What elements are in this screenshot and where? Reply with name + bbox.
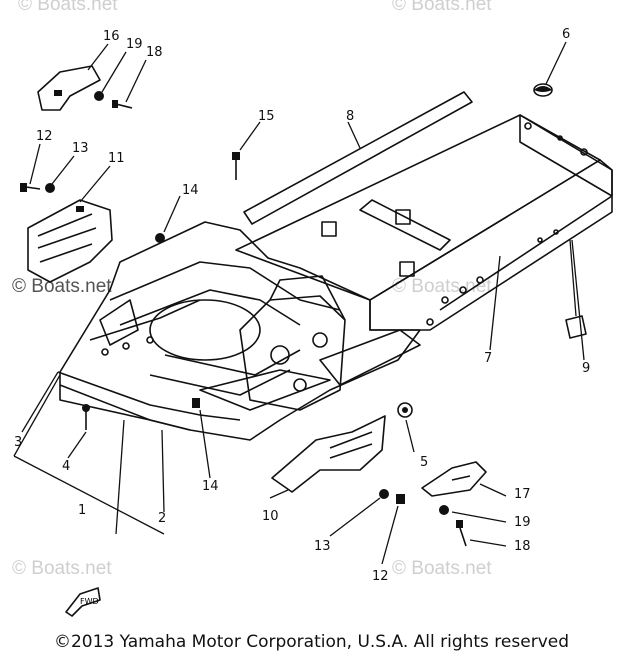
watermark-bottom-left: © Boats.net	[12, 558, 112, 579]
watermark-top-right: © Boats.net	[392, 0, 492, 15]
part-8-strip	[243, 91, 473, 225]
callout-11: 11	[108, 151, 125, 166]
fwd-label: FWD	[80, 597, 99, 606]
callout-18-top: 18	[146, 45, 163, 60]
watermark-middle-left: © Boats.net	[12, 276, 112, 297]
copyright-notice: ©2013 Yamaha Motor Corporation, U.S.A. A…	[53, 632, 569, 652]
callout-18-bottom: 18	[514, 539, 531, 554]
callout-7: 7	[484, 351, 492, 366]
callout-12-top: 12	[36, 129, 53, 144]
part-16-bracket	[421, 461, 487, 497]
watermark-top-left: © Boats.net	[18, 0, 118, 15]
watermark-bottom-right: © Boats.net	[392, 558, 492, 579]
callout-1: 1	[78, 503, 86, 518]
callout-14-bottom: 14	[202, 479, 219, 494]
callout-16: 17	[514, 487, 531, 502]
callout-14-top: 14	[182, 183, 199, 198]
callout-19-bottom: 19	[514, 515, 531, 530]
callout-5: 5	[420, 455, 428, 470]
callout-15: 15	[258, 109, 275, 124]
callout-2: 2	[158, 511, 166, 526]
part-10-plate	[271, 415, 386, 493]
hardware	[20, 91, 467, 547]
callout-numbers: 16 19 18 12 13 11 14 15 8 6 7 9 3 4 2 1 …	[14, 27, 590, 584]
callout-10: 10	[262, 509, 279, 524]
leader-lines	[13, 41, 585, 565]
callout-12-bottom: 12	[372, 569, 389, 584]
callout-6: 6	[562, 27, 570, 42]
part-6-cap	[533, 83, 553, 97]
fwd-arrow-icon: FWD	[65, 587, 101, 617]
part-9-plate	[565, 315, 587, 339]
callout-8: 8	[346, 109, 354, 124]
callout-9: 9	[582, 361, 590, 376]
front-chassis	[57, 221, 421, 441]
callout-4: 4	[62, 459, 70, 474]
part-11-cover	[27, 199, 113, 283]
callout-19-top: 19	[126, 37, 143, 52]
callout-13-bottom: 13	[314, 539, 331, 554]
callout-3: 3	[14, 435, 22, 450]
callout-13-top: 13	[72, 141, 89, 156]
part-17-bracket	[37, 65, 101, 111]
callout-17: 16	[103, 29, 120, 44]
